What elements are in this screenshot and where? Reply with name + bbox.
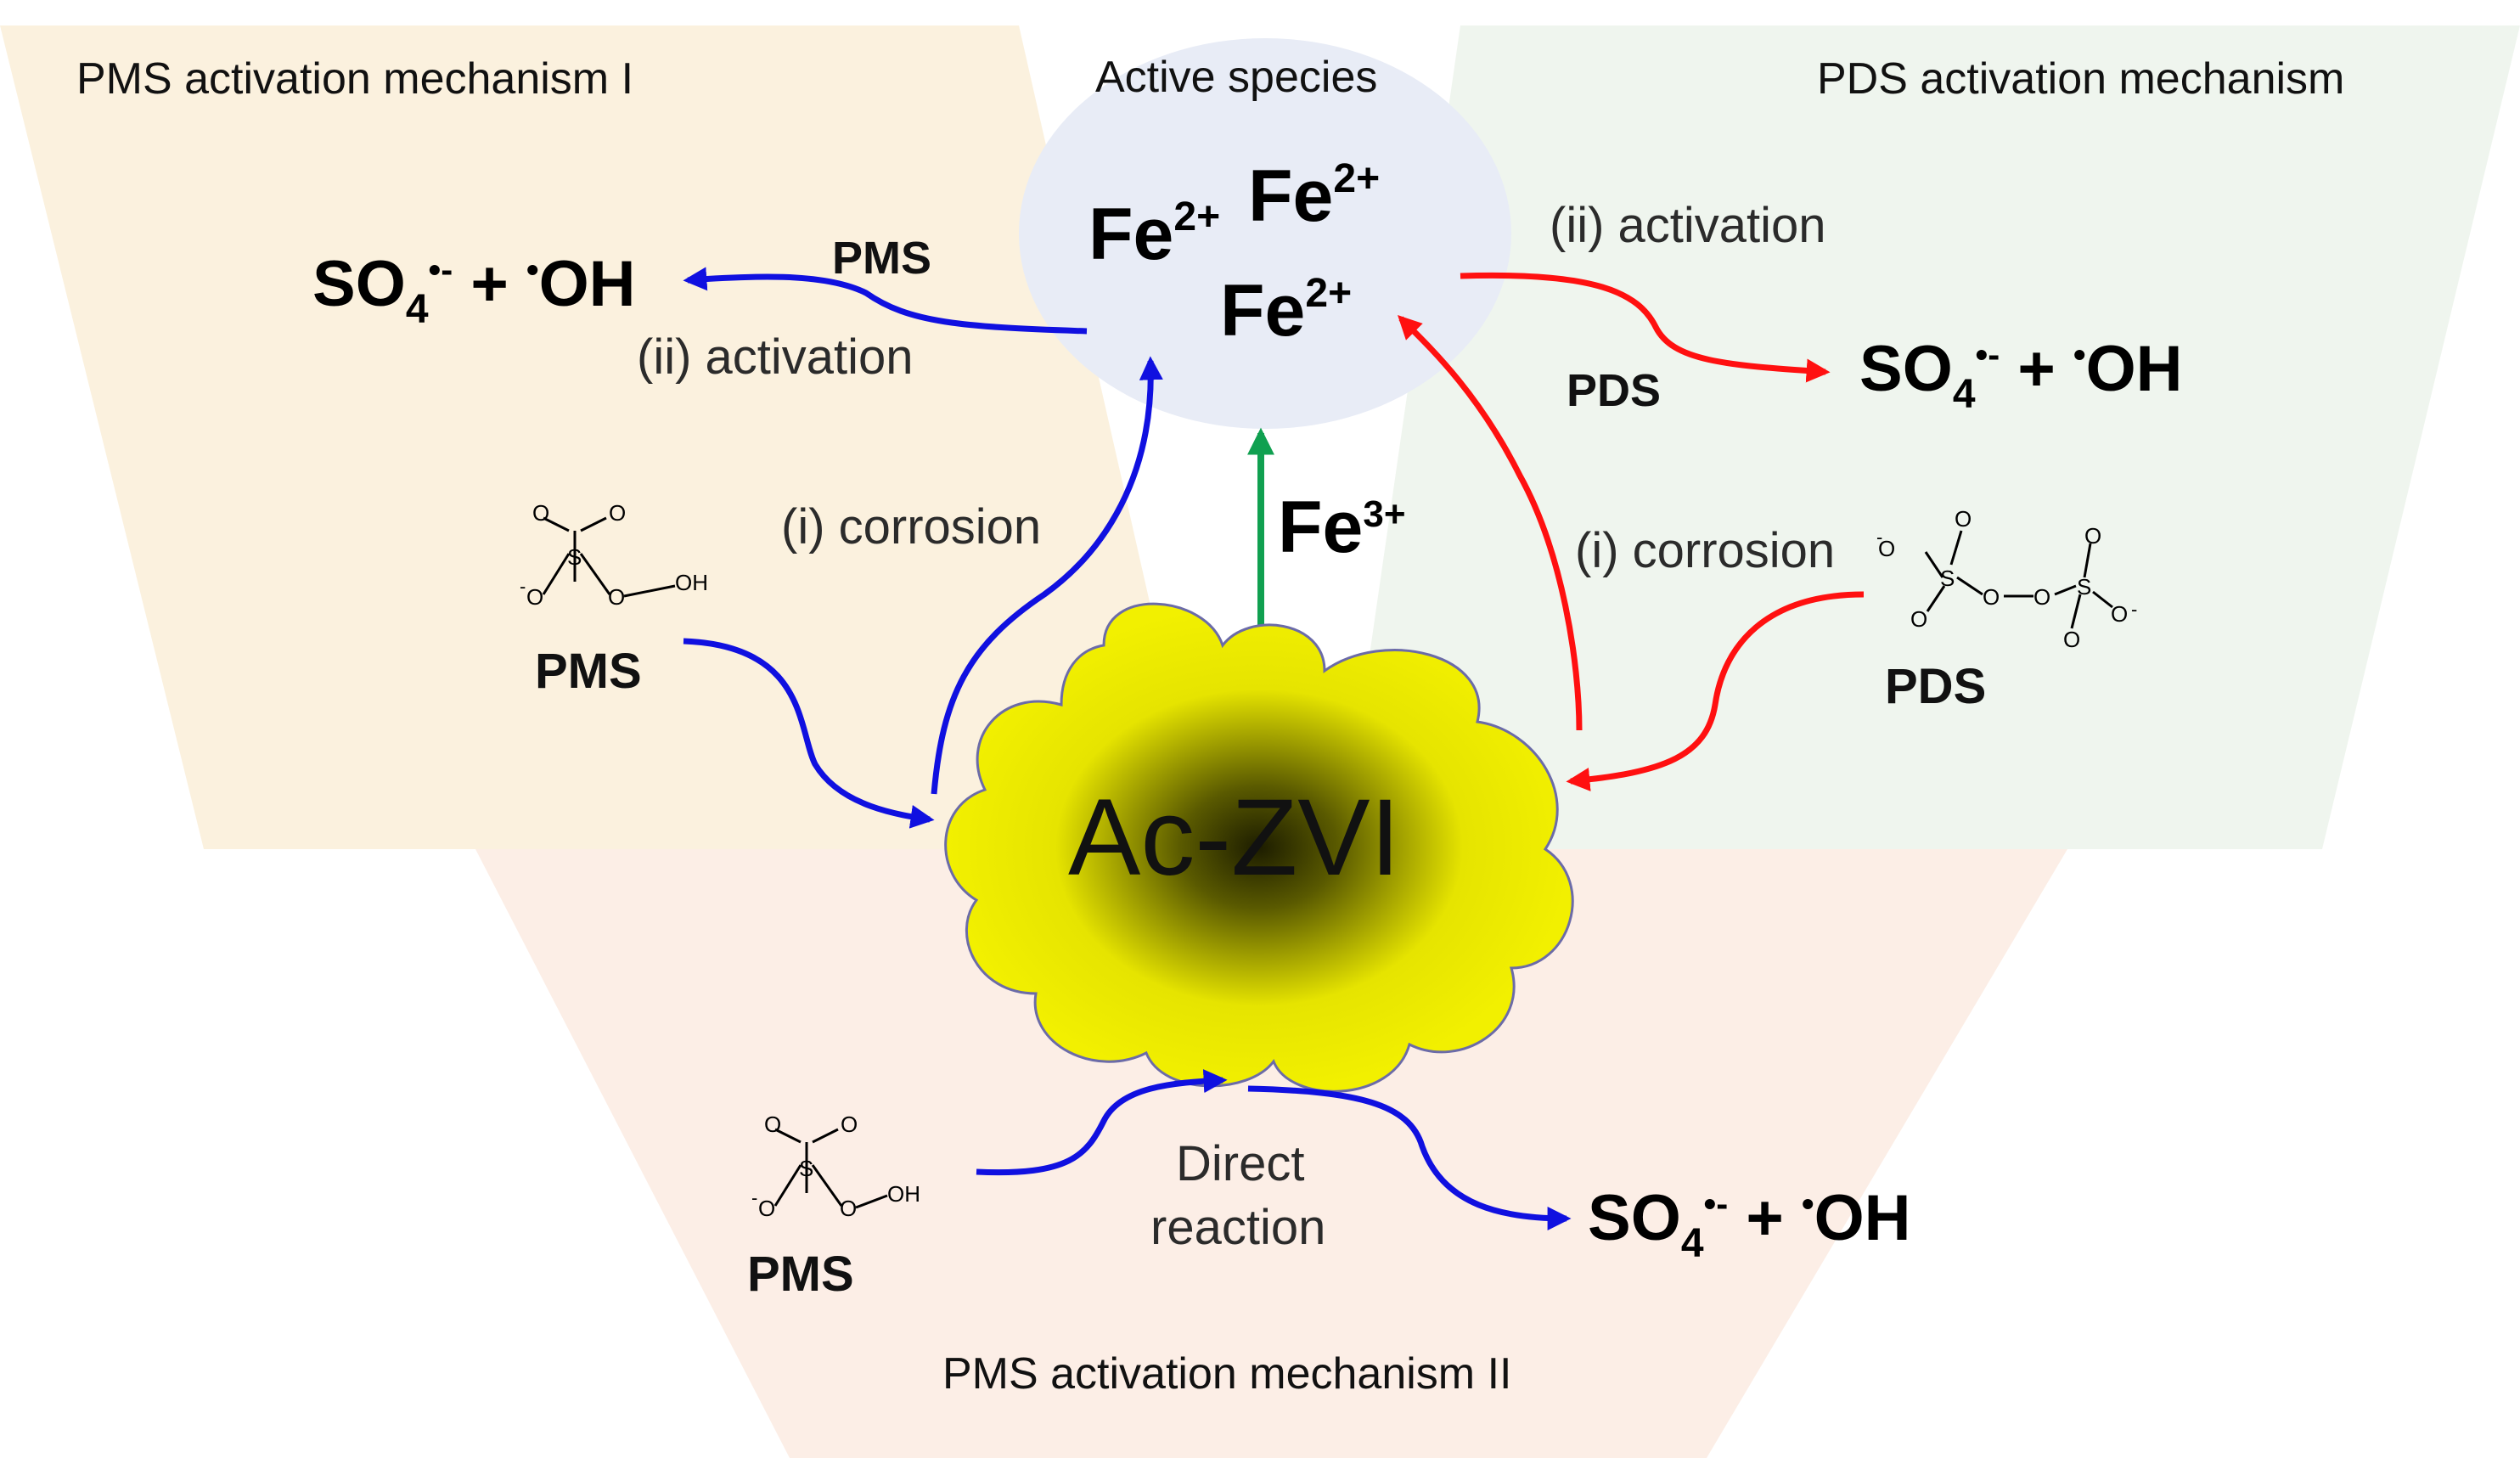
svg-text:O: O [1983, 584, 2000, 610]
svg-text:O: O [2033, 584, 2050, 610]
fe3-ion-label: Fe3+ [1278, 487, 1406, 568]
right-activation-label: (ii) activation [1550, 198, 1826, 253]
pms-mechanism-i-title: PMS activation mechanism I [76, 54, 633, 104]
right-product: SO4•- + •OH [1859, 333, 2183, 417]
pms-molecule-left: O O S O - O OH [520, 500, 708, 610]
svg-text:O: O [2063, 627, 2080, 652]
svg-text:O: O [532, 500, 549, 526]
svg-text:S: S [1940, 566, 1955, 591]
pms-molecule-bottom: O O S O - O OH [751, 1112, 920, 1221]
right-corrosion-label: (i) corrosion [1575, 523, 1835, 578]
svg-text:O: O [841, 1112, 858, 1137]
svg-text:S: S [799, 1156, 813, 1181]
svg-text:O: O [1910, 606, 1927, 632]
bottom-product: SO4•- + •OH [1588, 1182, 1911, 1266]
active-species-ellipse [1019, 38, 1511, 429]
right-corrosion-arrow [1398, 315, 1583, 731]
pds-mechanism-title: PDS activation mechanism [1817, 54, 2344, 104]
svg-text:O: O [526, 584, 543, 610]
direct-reaction-label-1: Direct [1176, 1136, 1304, 1191]
svg-text:-: - [1876, 526, 1882, 548]
svg-text:-: - [520, 576, 526, 597]
svg-text:O: O [758, 1196, 775, 1221]
fe2-ion-2: Fe2+ [1248, 155, 1380, 237]
pds-label: PDS [1885, 659, 1986, 714]
svg-text:S: S [2077, 574, 2091, 600]
direct-reaction-arrow [1247, 1085, 1572, 1230]
fe2-ion-1: Fe2+ [1088, 194, 1220, 275]
pds-to-zvi-arrow [1566, 591, 1865, 791]
svg-text:O: O [2084, 523, 2101, 549]
pds-mechanism-panel [1342, 25, 2520, 849]
pms-mechanism-ii-panel [475, 849, 2067, 1458]
left-activation-label: (ii) activation [637, 329, 914, 385]
pms-to-zvi-arrow [683, 638, 935, 829]
svg-text:O: O [1878, 536, 1895, 561]
svg-text:O: O [609, 500, 626, 526]
svg-text:S: S [567, 544, 582, 570]
svg-text:OH: OH [675, 570, 708, 595]
svg-text:O: O [2111, 601, 2128, 627]
left-corrosion-label: (i) corrosion [781, 499, 1041, 554]
left-pms-arrow-label: PMS [832, 233, 931, 284]
pms-bottom-to-zvi-arrow [976, 1069, 1228, 1176]
pds-molecule: - O O S O O O S O O O - [1876, 506, 2137, 652]
pms-mechanism-i-panel [0, 25, 1206, 849]
fe2-ion-3: Fe2+ [1220, 270, 1352, 352]
svg-text:O: O [764, 1112, 781, 1137]
svg-text:OH: OH [887, 1181, 920, 1207]
pms-label-bottom: PMS [747, 1247, 854, 1302]
right-pds-arrow-label: PDS [1567, 365, 1661, 416]
left-product: SO4•- + •OH [312, 248, 636, 332]
pms-label-left: PMS [535, 644, 642, 699]
direct-reaction-label-2: reaction [1150, 1200, 1325, 1255]
svg-text:-: - [2131, 599, 2137, 620]
ac-zvi-label: Ac-ZVI [1068, 777, 1400, 898]
svg-text:O: O [1955, 506, 1972, 532]
ac-zvi-cloud: Ac-ZVI [944, 602, 1574, 1093]
svg-text:O: O [608, 584, 625, 610]
right-activation-arrow [1460, 272, 1831, 383]
svg-text:-: - [751, 1187, 757, 1208]
active-species-title: Active species [1095, 53, 1377, 102]
svg-text:O: O [840, 1196, 857, 1221]
left-corrosion-arrow [931, 356, 1163, 795]
left-activation-arrow [683, 267, 1088, 335]
pms-mechanism-ii-title: PMS activation mechanism II [942, 1349, 1511, 1399]
